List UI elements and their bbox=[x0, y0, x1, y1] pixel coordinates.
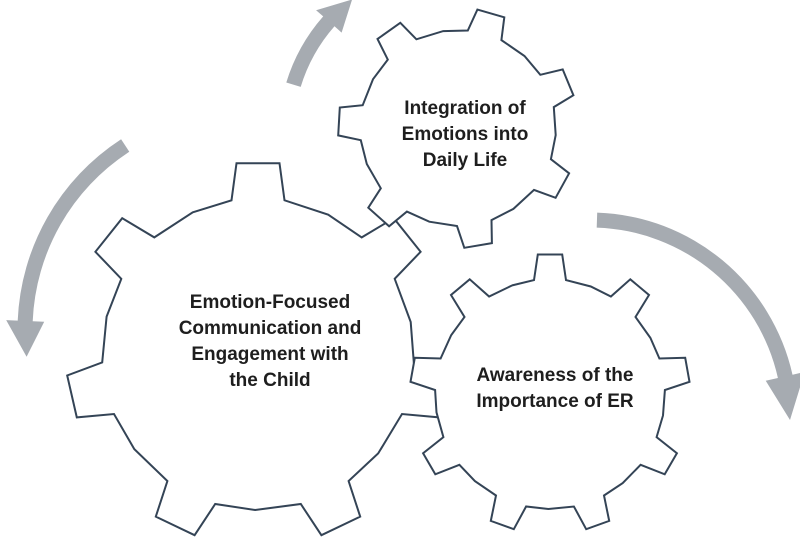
gear-label-line: Importance of ER bbox=[476, 391, 634, 412]
gear-label-line: Engagement with bbox=[191, 344, 349, 365]
gear-label-line: Emotion-Focused bbox=[189, 292, 351, 313]
cycle-arrow-right bbox=[596, 212, 800, 420]
cycle-arrow-top bbox=[286, 0, 352, 87]
gear-top bbox=[337, 8, 575, 249]
gear-label-emotion-focused-communication: Emotion-Focused Communication and Engage… bbox=[140, 290, 400, 394]
gear-label-line: Emotions into bbox=[401, 124, 529, 145]
cycle-arrow-left bbox=[6, 139, 130, 357]
gear-large bbox=[66, 162, 450, 537]
gear-label-line: the Child bbox=[229, 370, 311, 391]
gear-label-integration-of-emotions: Integration of Emotions into Daily Life bbox=[355, 96, 575, 174]
gear-label-awareness-of-er: Awareness of the Importance of ER bbox=[440, 363, 670, 415]
gear-bottom bbox=[409, 253, 691, 531]
gear-label-line: Daily Life bbox=[422, 150, 508, 171]
gear-label-line: Awareness of the bbox=[476, 365, 634, 386]
gear-label-line: Integration of bbox=[404, 98, 526, 119]
gear-label-line: Communication and bbox=[178, 318, 362, 339]
